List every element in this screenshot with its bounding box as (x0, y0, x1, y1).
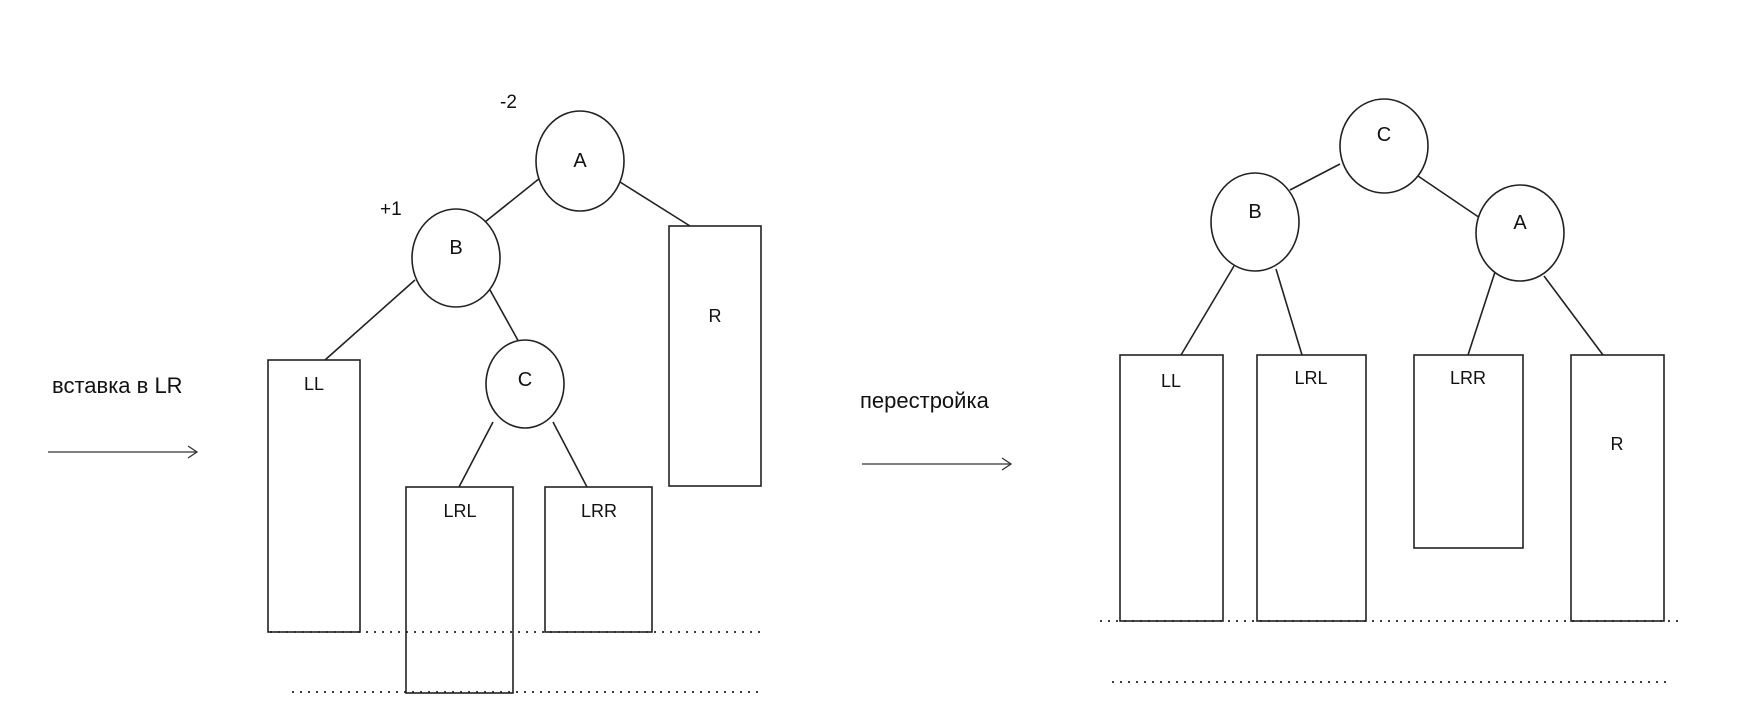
node-a-right: A (1475, 184, 1565, 282)
node-b: B (411, 208, 501, 308)
edge-c-lrl (458, 421, 494, 488)
subtree-ll: LL (267, 359, 361, 633)
edge-b-ll-right (1180, 265, 1235, 356)
edge-a-b (484, 177, 541, 223)
subtree-r-right-label: R (1611, 434, 1624, 454)
subtree-ll-right: LL (1119, 354, 1224, 622)
subtree-r: R (668, 225, 762, 487)
node-c-right: C (1339, 98, 1429, 194)
subtree-ll-label: LL (304, 374, 324, 394)
subtree-lrl-right-label: LRL (1294, 368, 1327, 388)
edge-a-r-right (1543, 275, 1604, 356)
caption-insert-lr: вставка в LR (52, 373, 183, 398)
edge-c-lrr (552, 421, 588, 488)
node-b-right: B (1210, 172, 1300, 272)
subtree-ll-right-label: LL (1161, 371, 1181, 391)
subtree-lrr-label: LRR (581, 501, 617, 521)
arrow-rebuild (862, 457, 1013, 471)
edge-b-lrl-right (1275, 268, 1303, 356)
node-a: A (535, 110, 625, 212)
left-tree: вставка в LR -2 +1 A B C LL (48, 92, 762, 694)
subtree-r-label: R (709, 306, 722, 326)
node-c: C (485, 339, 565, 429)
edge-b-c (489, 289, 521, 345)
edge-b-ll (324, 279, 416, 361)
node-c-right-label: C (1377, 124, 1391, 146)
balance-factor-b: +1 (380, 199, 402, 220)
node-a-label: A (573, 150, 587, 172)
edge-c-a (1417, 175, 1481, 219)
subtree-lrl-right: LRL (1256, 354, 1367, 622)
right-tree: перестройка C B A LL (860, 98, 1680, 683)
subtree-lrl: LRL (405, 486, 514, 694)
caption-rebuild: перестройка (860, 388, 990, 413)
subtree-lrr-right: LRR (1413, 354, 1524, 549)
arrow-insert (48, 445, 199, 459)
node-c-label: C (518, 369, 532, 391)
node-b-right-label: B (1248, 201, 1261, 223)
subtree-r-right: R (1570, 354, 1665, 622)
subtree-lrr: LRR (544, 486, 653, 633)
subtree-lrr-right-label: LRR (1450, 368, 1486, 388)
balance-factor-a: -2 (500, 92, 517, 113)
edge-a-lrr-right (1467, 271, 1496, 356)
subtree-lrl-label: LRL (443, 501, 476, 521)
node-a-right-label: A (1513, 212, 1527, 234)
edge-a-r (619, 181, 691, 227)
node-b-label: B (449, 237, 462, 259)
edge-c-b (1289, 163, 1341, 191)
